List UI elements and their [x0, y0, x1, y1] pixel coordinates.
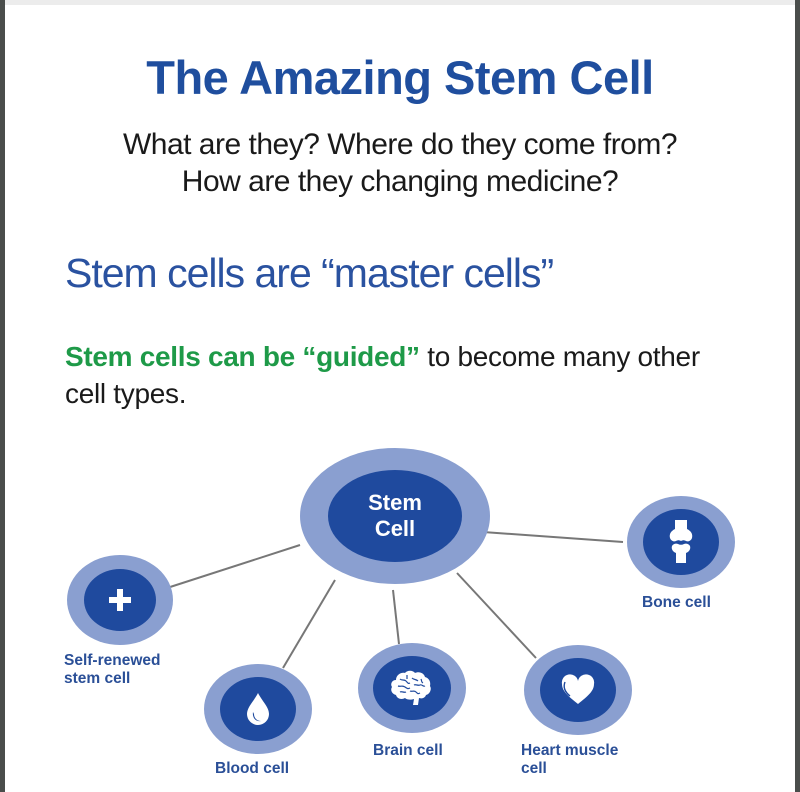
- page-top-edge: [5, 0, 795, 5]
- bone-cell-core: [643, 509, 719, 575]
- stem-cell-label-line-2: Cell: [374, 516, 416, 541]
- self-renewed-label-line-2: stem cell: [64, 670, 131, 687]
- page-title: The Amazing Stem Cell: [146, 51, 654, 104]
- stem-cell-label: Stem Cell: [368, 490, 422, 542]
- bone-joint-icon: [669, 520, 693, 563]
- blood-cell-core: [220, 677, 296, 741]
- heart-cell-label-line-2: cell: [521, 760, 547, 777]
- bone-cell-node: [627, 496, 735, 588]
- section-heading: Stem cells are “master cells”: [65, 250, 554, 296]
- heart-cell-node: [524, 645, 632, 735]
- subtitle: What are they? Where do they come from? …: [5, 126, 795, 200]
- self-renewed-label: Self-renewed stem cell: [64, 652, 160, 688]
- connector-brain: [392, 589, 400, 645]
- blood-drop-icon: [247, 693, 269, 725]
- page: The Amazing Stem Cell What are they? Whe…: [5, 0, 795, 792]
- plus-icon: [109, 589, 131, 611]
- brain-cell-label: Brain cell: [373, 742, 443, 759]
- connector-heart: [456, 572, 537, 659]
- connector-bone: [482, 531, 624, 543]
- blood-cell-label: Blood cell: [215, 760, 290, 777]
- heart-cell-core: [540, 658, 616, 722]
- bone-cell-label: Bone cell: [642, 594, 711, 611]
- heart-cell-label-line-1: Heart muscle: [521, 742, 619, 759]
- stem-cell-label-line-1: Stem: [368, 490, 422, 515]
- connector-self-renewed: [166, 544, 301, 589]
- stem-cell-core: Stem Cell: [328, 470, 462, 562]
- heart-icon: [561, 674, 595, 704]
- brain-icon: [391, 670, 431, 705]
- self-renewed-core: [84, 569, 156, 631]
- self-renewed-label-line-1: Self-renewed: [64, 652, 161, 669]
- brain-cell-core: [373, 656, 451, 720]
- connector-blood: [282, 579, 336, 669]
- intro-rest: to become many other cell types.: [65, 341, 700, 409]
- blood-cell-node: [204, 664, 312, 754]
- subtitle-line-1: What are they? Where do they come from?: [122, 128, 678, 161]
- self-renewed-node: [67, 555, 173, 645]
- subtitle-line-2: How are they changing medicine?: [181, 165, 619, 198]
- brain-cell-node: [358, 643, 466, 733]
- heart-cell-label: Heart muscle cell: [521, 742, 618, 778]
- intro-highlight: Stem cells can be “guided”: [65, 341, 420, 372]
- intro-text: Stem cells can be “guided” to become man…: [65, 338, 745, 412]
- stem-cell-node: Stem Cell: [300, 448, 490, 584]
